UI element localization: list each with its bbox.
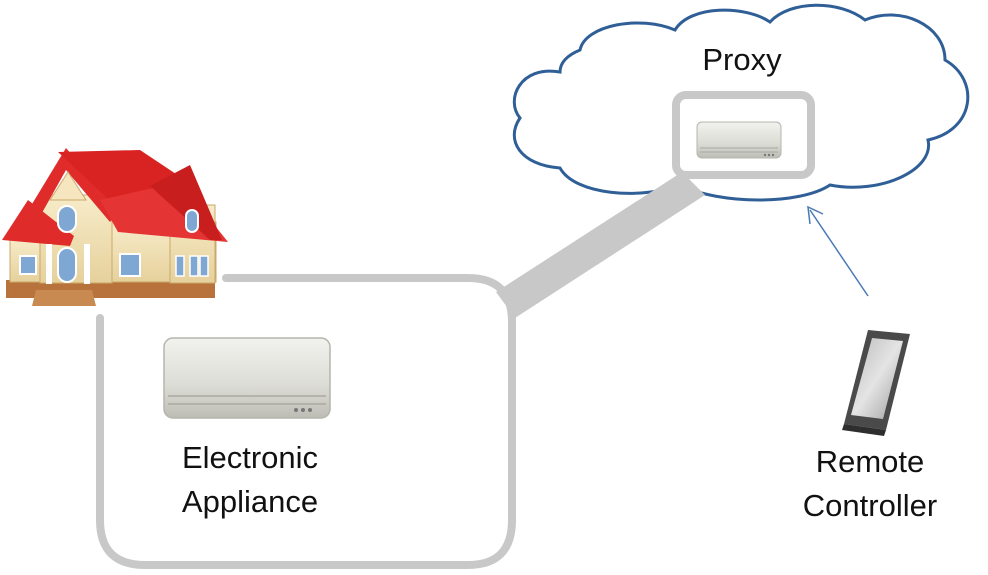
proxy-air-conditioner-icon bbox=[696, 121, 782, 159]
remote-label-line1: Remote bbox=[815, 444, 925, 479]
arrow-icon bbox=[807, 205, 869, 297]
appliance-label-line2: Appliance bbox=[181, 484, 319, 519]
appliance-box bbox=[96, 274, 516, 569]
appliance-label: Electronic Appliance bbox=[140, 436, 360, 524]
remote-controller-label: Remote Controller bbox=[770, 440, 970, 528]
connection-link bbox=[496, 172, 705, 318]
appliance-label-line1: Electronic bbox=[181, 440, 319, 475]
remote-label-line2: Controller bbox=[802, 488, 938, 523]
house-icon bbox=[2, 148, 228, 306]
smartphone-icon bbox=[842, 330, 910, 436]
proxy-label-text: Proxy bbox=[702, 42, 782, 77]
proxy-label: Proxy bbox=[680, 38, 804, 82]
appliance-air-conditioner-icon bbox=[163, 337, 331, 419]
